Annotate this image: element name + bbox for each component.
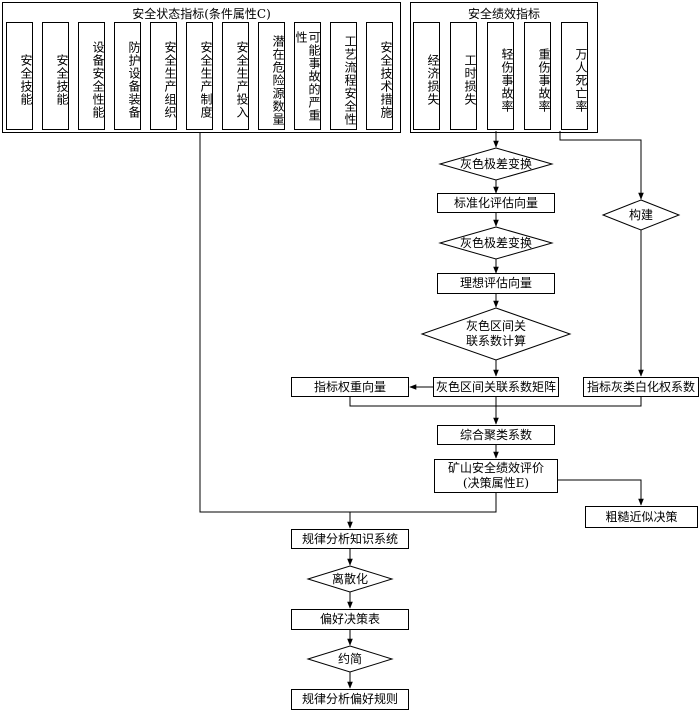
- connector: [199, 133, 350, 513]
- grey-transform-2-label: 灰色极差变换: [459, 235, 532, 250]
- preference-rules-box: 规律分析偏好规则: [291, 689, 409, 710]
- connector: [350, 493, 497, 513]
- state-group-title: 安全状态指标(条件属性C): [132, 7, 271, 21]
- reduction-label: 约简: [337, 651, 362, 666]
- discretize-label: 离散化: [331, 571, 368, 586]
- weight-vector-box: 指标权重向量: [291, 377, 409, 397]
- performance-indicator-item: 万人死亡率: [561, 22, 588, 130]
- state-indicator-item: 安全技术措施: [366, 22, 393, 130]
- connector: [559, 131, 644, 200]
- performance-indicator-group: 安全绩效指标: [410, 2, 598, 133]
- interval-calc-label: 灰色区间关 联系数计算: [465, 319, 526, 348]
- standard-vector-box: 标准化评估向量: [437, 193, 555, 213]
- rough-approximation-box: 粗糙近似决策: [585, 506, 698, 528]
- ideal-vector-box: 理想评估向量: [437, 273, 555, 294]
- performance-indicator-item: 重伤事故率: [524, 22, 551, 130]
- whitening-coefficient-box: 指标灰类白化权系数: [583, 377, 699, 397]
- state-indicator-group: 安全状态指标(条件属性C): [2, 2, 401, 133]
- connector: [558, 479, 644, 506]
- state-indicator-item: 安全生产投入: [222, 22, 249, 130]
- state-indicator-item: 潜在危险源数量: [258, 22, 285, 130]
- preference-table-box: 偏好决策表: [291, 609, 409, 630]
- state-indicator-item: 安全生产组织: [150, 22, 177, 130]
- performance-indicator-item: 经济损失: [413, 22, 440, 130]
- performance-indicator-item: 轻伤事故率: [487, 22, 514, 130]
- relation-matrix-box: 灰色区间关联系数矩阵: [433, 377, 559, 397]
- performance-group-title: 安全绩效指标: [467, 7, 540, 21]
- knowledge-system-box: 规律分析知识系统: [291, 529, 409, 549]
- state-indicator-item: 可能事故的严重性: [294, 22, 321, 130]
- cluster-coefficient-box: 综合聚类系数: [437, 425, 555, 445]
- safety-evaluation-box: 矿山安全绩效评价 (决策属性E): [434, 459, 558, 493]
- state-indicator-item: 工艺流程安全性: [330, 22, 357, 130]
- state-indicator-item: 设备安全性能: [78, 22, 105, 130]
- performance-indicator-item: 工时损失: [450, 22, 477, 130]
- connector: [349, 397, 496, 407]
- state-indicator-item: 防护设备装备: [114, 22, 141, 130]
- state-indicator-item: 安全技能: [42, 22, 69, 130]
- grey-transform-1-label: 灰色极差变换: [459, 156, 532, 171]
- construct-label: 构建: [628, 207, 653, 222]
- state-indicator-item: 安全生产制度: [186, 22, 213, 130]
- connector: [496, 397, 642, 407]
- state-indicator-item: 安全技能: [6, 22, 33, 130]
